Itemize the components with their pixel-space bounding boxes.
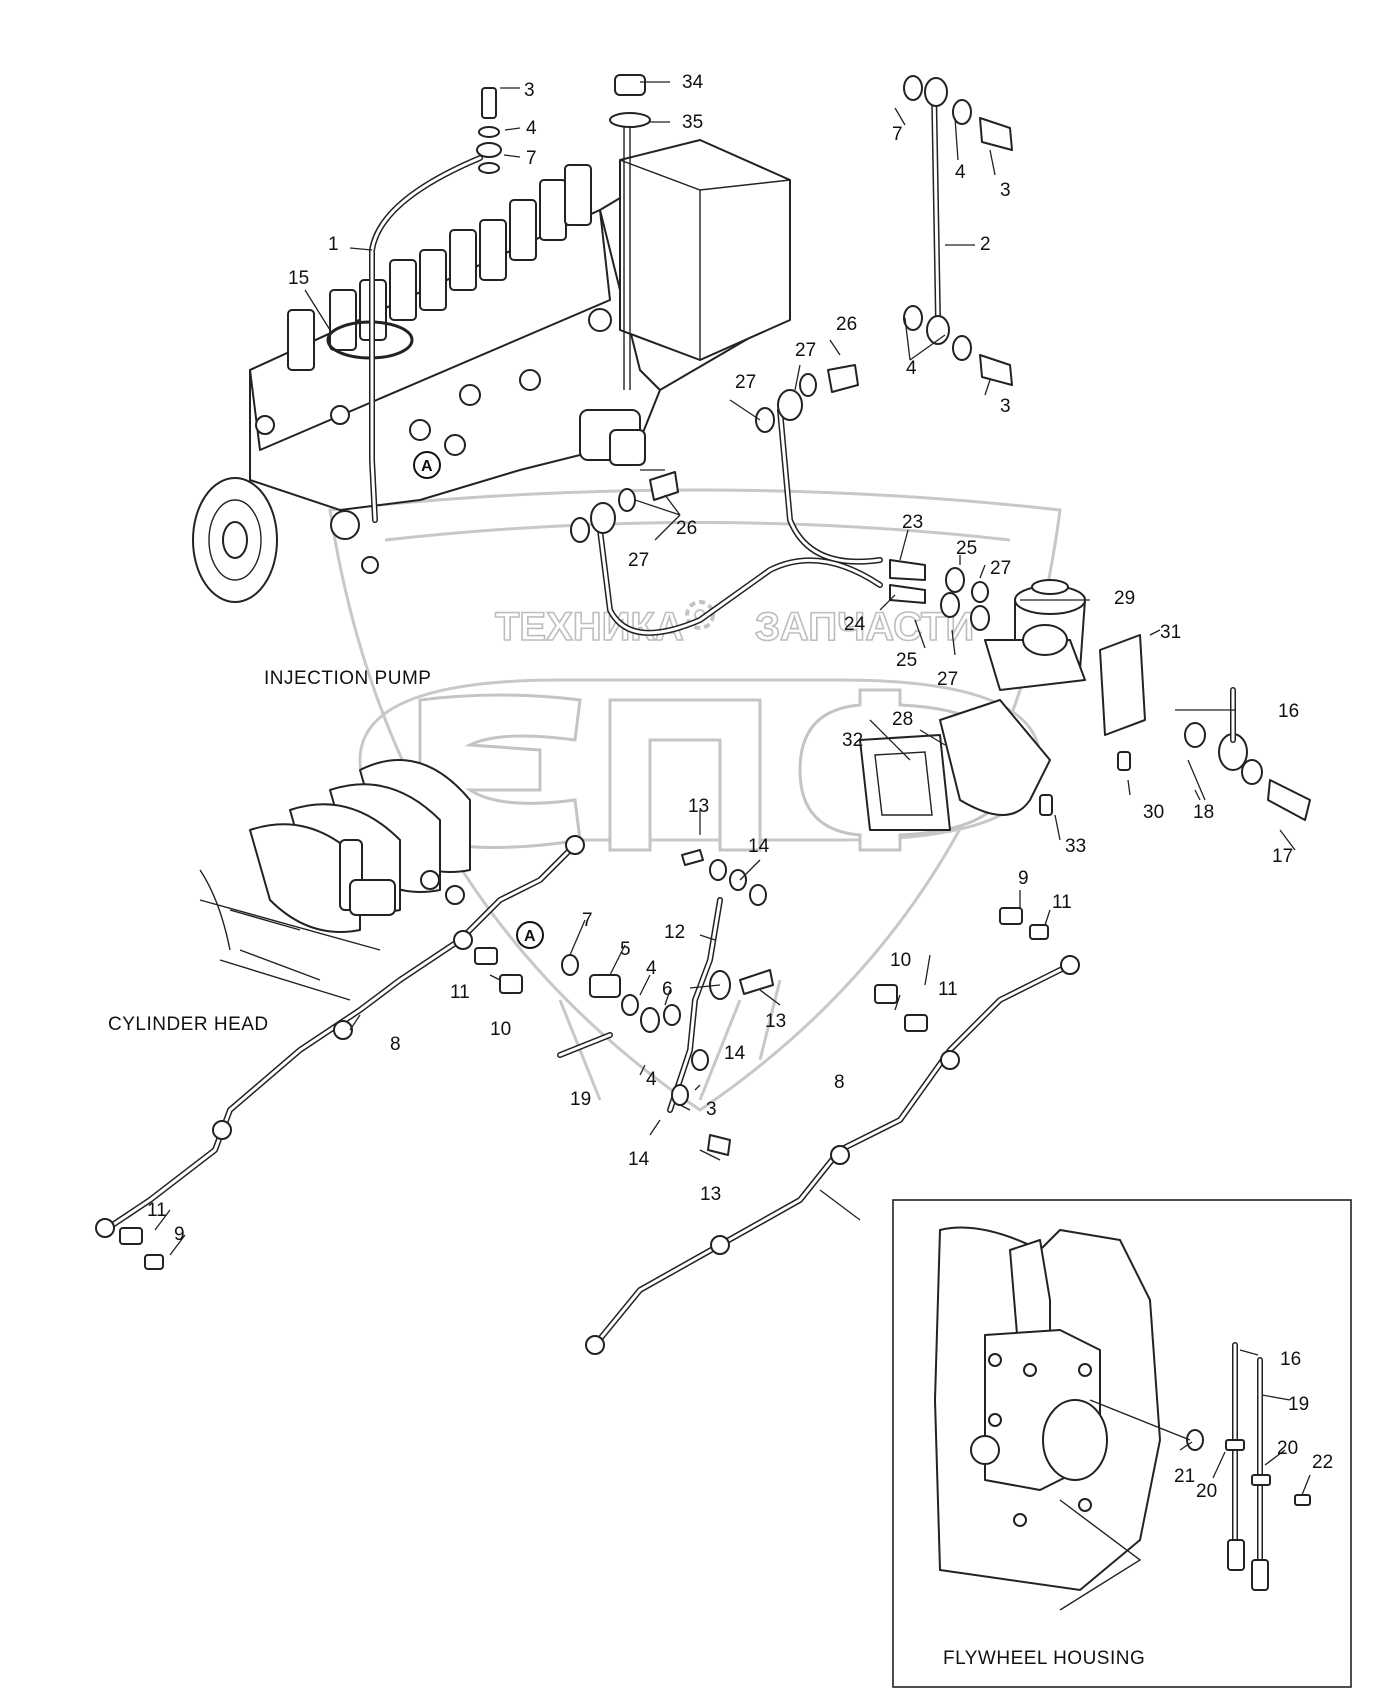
injection-pump (192, 139, 791, 603)
leak-off-pipes (102, 837, 1073, 1348)
part-number-label: 33 (1065, 836, 1086, 857)
part-number-label: 25 (896, 650, 917, 671)
part-number-label: 14 (748, 836, 770, 857)
part-number-label: 19 (570, 1089, 591, 1110)
fuel-pipes-upper (369, 87, 941, 636)
svg-text:A: A (421, 458, 433, 475)
part-number-label: 20 (1277, 1438, 1298, 1459)
part-number-label: 23 (902, 512, 923, 533)
part-number-label: 12 (664, 922, 685, 943)
part-number-label: 14 (628, 1149, 650, 1170)
part-number-label: 15 (288, 268, 309, 289)
caption-cylinder-head: CYLINDER HEAD (108, 1014, 269, 1035)
part-number-label: 1 (328, 234, 339, 255)
part-number-label: 8 (834, 1072, 845, 1093)
watermark: ТЕХНИКА ЗАПЧАСТИ (328, 488, 1062, 1112)
part-number-label: 13 (765, 1011, 786, 1032)
svg-text:A: A (524, 928, 536, 945)
part-number-label: 21 (1174, 1466, 1195, 1487)
part-number-label: 3 (706, 1099, 717, 1120)
part-number-label: 4 (906, 358, 917, 379)
part-number-label: 32 (842, 730, 863, 751)
part-number-label: 11 (938, 979, 958, 1000)
part-number-label: 27 (990, 558, 1011, 579)
watermark-right-word: ЗАПЧАСТИ (755, 605, 974, 649)
watermark-letter-p (608, 698, 762, 852)
part-number-label: 3 (1000, 180, 1011, 201)
part-number-label: 17 (1272, 846, 1293, 867)
leak-off-joints (95, 835, 1080, 1355)
part-number-label: 29 (1114, 588, 1135, 609)
part-number-label: 14 (724, 1043, 746, 1064)
part-number-label: 3 (1000, 396, 1011, 417)
watermark-left-word: ТЕХНИКА (495, 605, 684, 649)
part-number-label: 22 (1312, 1452, 1333, 1473)
part-number-label: 4 (955, 162, 966, 183)
part-number-label: 27 (937, 669, 958, 690)
part-number-label: 18 (1193, 802, 1214, 823)
part-number-label: 7 (526, 148, 537, 169)
part-number-label: 24 (844, 614, 866, 635)
part-number-label: 5 (620, 939, 631, 960)
part-number-label: 25 (956, 538, 977, 559)
part-number-label: 30 (1143, 802, 1164, 823)
detail-marker-a-lower: A (516, 921, 544, 949)
part-number-label: 31 (1160, 622, 1181, 643)
flywheel-housing-inset (892, 1199, 1352, 1688)
part-number-label: 4 (646, 1069, 657, 1090)
part-number-label: 4 (526, 118, 537, 139)
part-number-label: 11 (1052, 892, 1072, 913)
caption-injection-pump: INJECTION PUMP (264, 668, 431, 689)
detail-marker-a-upper: A (413, 451, 441, 479)
part-number-label: 13 (688, 796, 709, 817)
part-number-label: 11 (147, 1200, 167, 1221)
leader-lines (154, 81, 1311, 1496)
part-number-label: 4 (646, 958, 657, 979)
part-number-label: 35 (682, 112, 703, 133)
caption-flywheel-housing: FLYWHEEL HOUSING (943, 1648, 1145, 1669)
part-number-label: 26 (676, 518, 697, 539)
part-number-label: 7 (892, 124, 903, 145)
part-number-label: 13 (700, 1184, 721, 1205)
part-number-label: 11 (450, 982, 470, 1003)
part-number-label: 20 (1196, 1481, 1217, 1502)
part-number-label: 16 (1280, 1349, 1301, 1370)
cylinder-head (199, 759, 471, 1001)
part-number-label: 2 (980, 234, 991, 255)
part-number-label: 27 (795, 340, 816, 361)
part-number-label: 19 (1288, 1394, 1309, 1415)
part-number-label: 26 (836, 314, 857, 335)
part-number-label: 8 (390, 1034, 401, 1055)
part-number-label: 27 (735, 372, 756, 393)
part-number-label: 9 (174, 1224, 185, 1245)
part-number-label: 7 (582, 910, 593, 931)
part-number-label: 3 (524, 80, 535, 101)
part-number-label: 27 (628, 550, 649, 571)
part-number-label: 28 (892, 709, 913, 730)
part-number-label: 16 (1278, 701, 1299, 722)
part-number-label: 10 (490, 1019, 511, 1040)
part-number-label: 9 (1018, 868, 1029, 889)
part-number-label: 6 (662, 979, 673, 1000)
part-number-label: 34 (682, 72, 704, 93)
part-number-label: 10 (890, 950, 911, 971)
